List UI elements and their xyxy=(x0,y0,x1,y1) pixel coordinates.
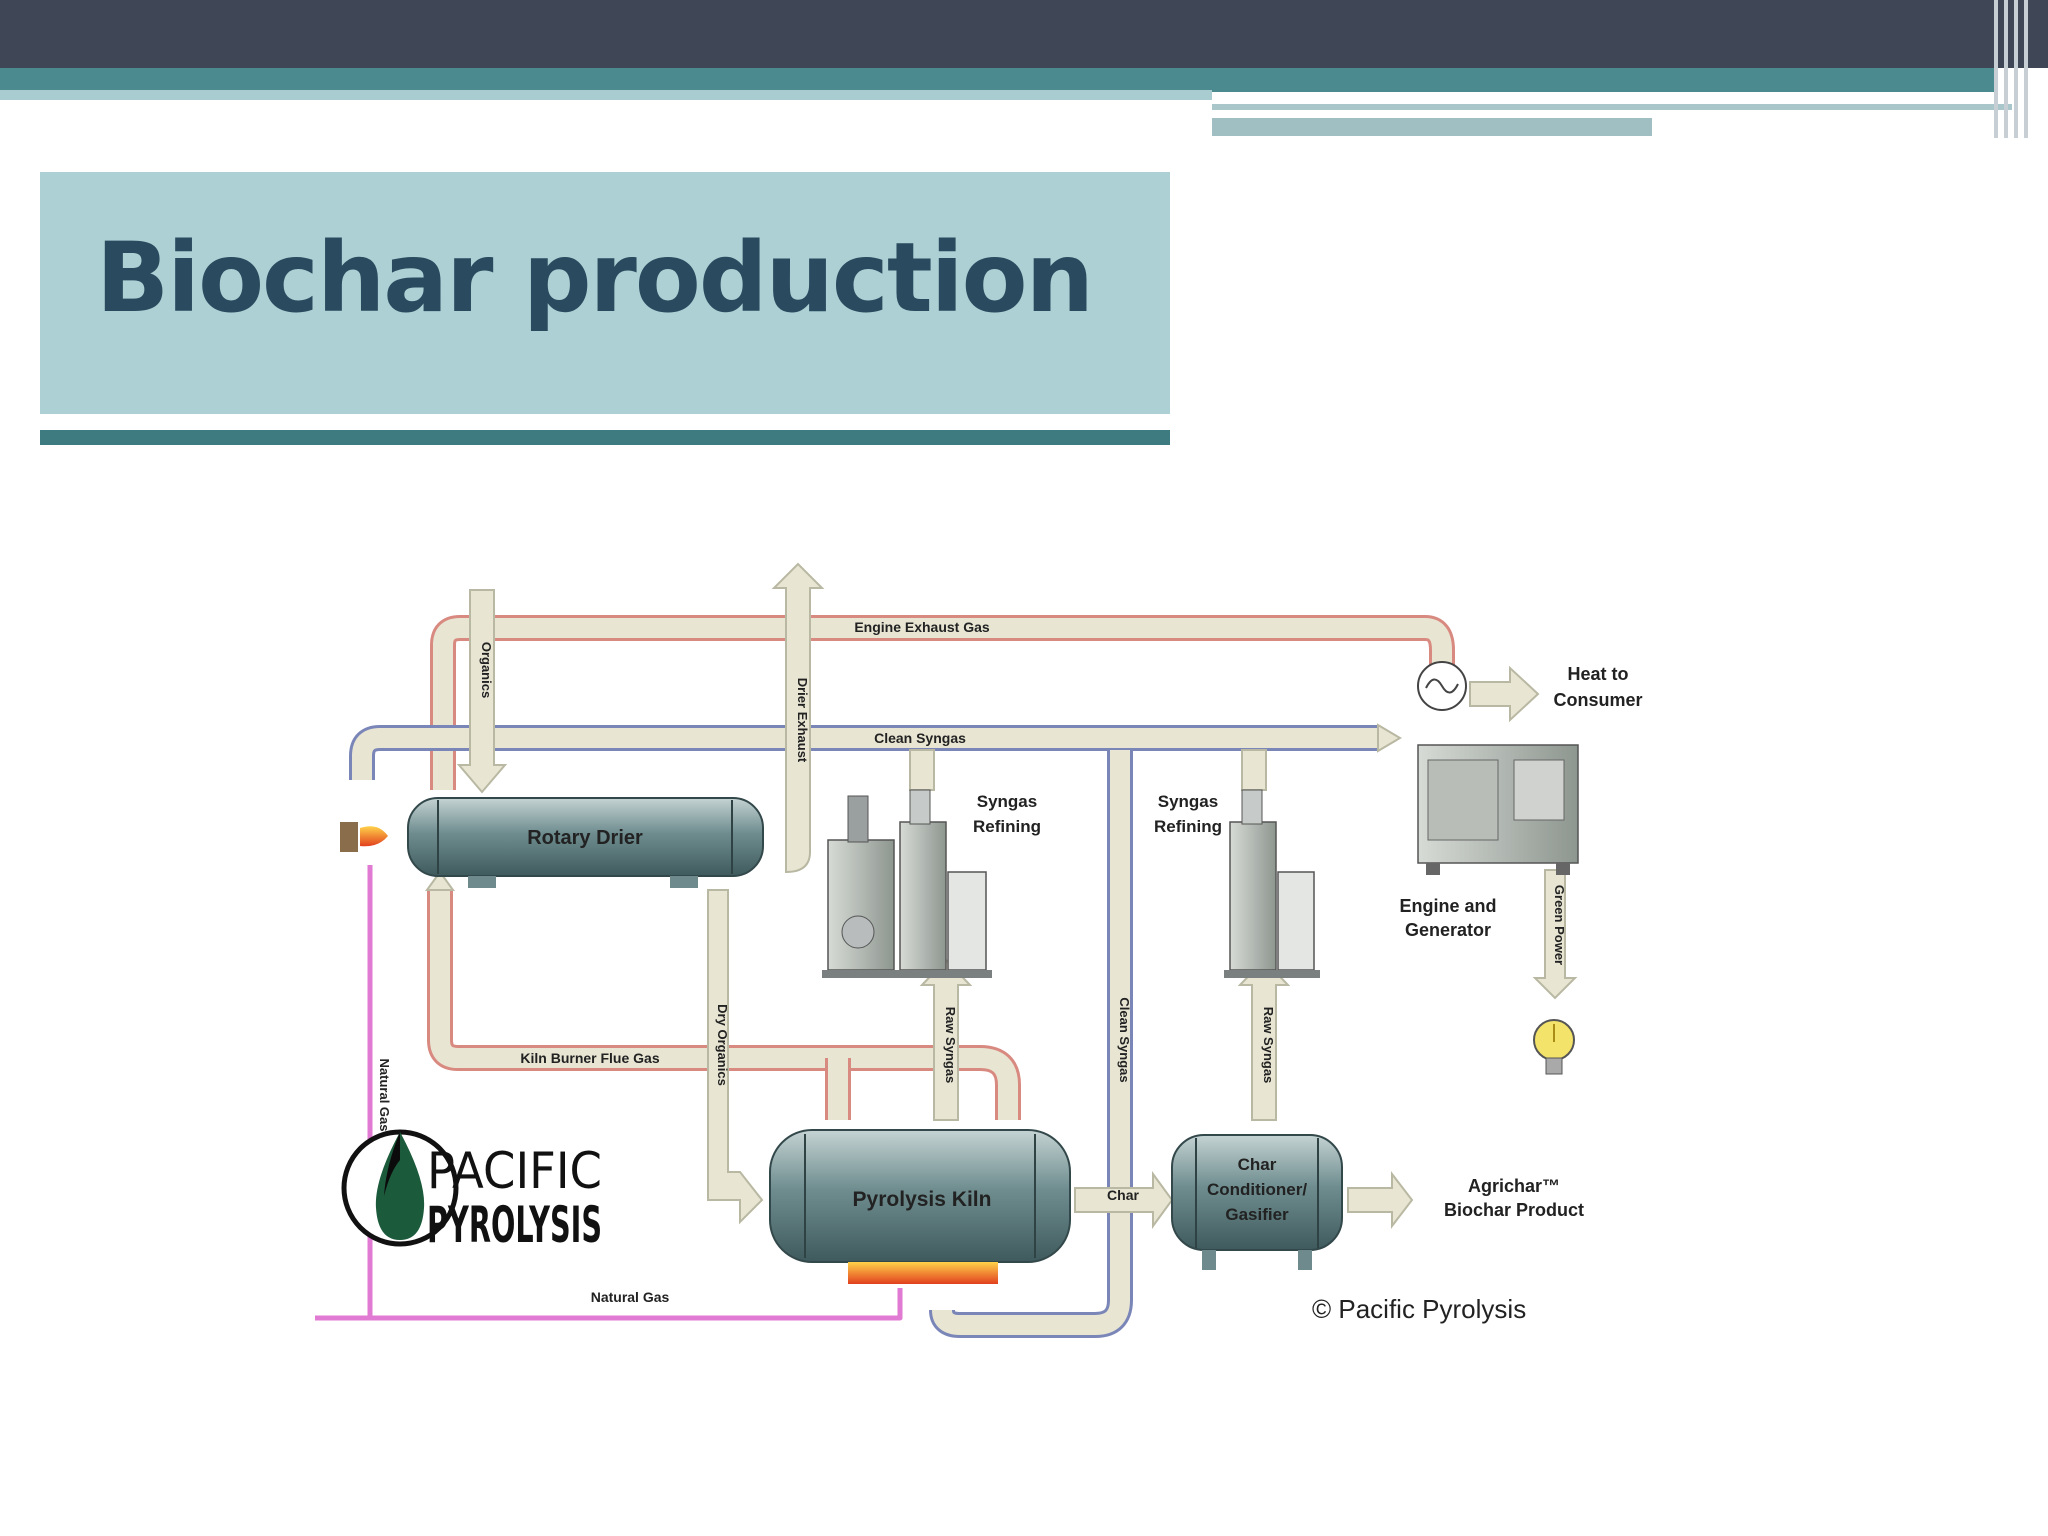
slide-title: Biochar production xyxy=(96,222,1094,334)
organics-label: Organics xyxy=(479,642,494,698)
heat-label-line2: Consumer xyxy=(1553,690,1642,710)
product-label-line1: Agrichar™ xyxy=(1468,1176,1560,1196)
raw-syngas-label-2: Raw Syngas xyxy=(1261,1007,1276,1084)
char-arrow xyxy=(1074,1170,1174,1230)
engine-exhaust-label: Engine Exhaust Gas xyxy=(854,619,990,635)
corner-rule xyxy=(2004,0,2008,138)
char-label-line1: Char xyxy=(1238,1155,1277,1174)
drier-exhaust-label: Drier Exhaust xyxy=(795,678,810,763)
engine-label-line2: Generator xyxy=(1405,920,1491,940)
natural-gas-vertical-label: Natural Gas xyxy=(377,1059,392,1132)
slide-accent-band xyxy=(0,68,1994,92)
kiln-burner-fire xyxy=(848,1262,998,1284)
drier-exhaust-arrow xyxy=(771,562,825,874)
char-label-line2: Conditioner/ xyxy=(1207,1180,1307,1199)
pacific-pyrolysis-logo: PACIFIC PYROLYSIS xyxy=(341,1129,602,1254)
syngas-refining-1-line1: Syngas xyxy=(977,792,1037,811)
syngas-refining-2-line2: Refining xyxy=(1154,817,1222,836)
copyright-notice: © Pacific Pyrolysis xyxy=(1312,1294,1526,1324)
title-underline xyxy=(40,430,1170,445)
clean-syngas-vertical-label: Clean Syngas xyxy=(1117,997,1132,1082)
product-label-line2: Biochar Product xyxy=(1444,1200,1584,1220)
rotary-drier: Rotary Drier xyxy=(407,797,764,888)
logo-line2: PYROLYSIS xyxy=(427,1196,602,1254)
engine-exhaust-pipe-fill xyxy=(433,618,1452,790)
product-arrow xyxy=(1347,1171,1414,1229)
pyrolysis-kiln: Pyrolysis Kiln xyxy=(769,1129,1071,1284)
natural-gas-label: Natural Gas xyxy=(591,1289,670,1305)
syngas-refining-unit-1 xyxy=(822,789,992,978)
light-bulb-icon xyxy=(1533,1019,1575,1075)
heat-label-line1: Heat to xyxy=(1567,664,1628,684)
char-flow-label: Char xyxy=(1107,1187,1139,1203)
syngas-refining-1-inlet xyxy=(909,749,935,791)
green-power-label: Green Power xyxy=(1552,885,1567,965)
pyrolysis-kiln-label: Pyrolysis Kiln xyxy=(853,1188,992,1211)
raw-syngas-label-1: Raw Syngas xyxy=(943,1007,958,1084)
slide-light-strip xyxy=(1212,118,1652,136)
logo-line1: PACIFIC xyxy=(427,1142,602,1200)
clean-syngas-head xyxy=(1377,723,1402,753)
clean-syngas-pipe-fill xyxy=(352,728,1378,780)
syngas-refining-1-line2: Refining xyxy=(973,817,1041,836)
syngas-refining-2-line1: Syngas xyxy=(1158,792,1218,811)
flue-head xyxy=(425,870,455,891)
slide-light-band xyxy=(0,90,1212,100)
dry-organics-label: Dry Organics xyxy=(715,1004,730,1086)
clean-syngas-label: Clean Syngas xyxy=(874,730,966,746)
corner-rule xyxy=(1994,0,1998,138)
slide-thin-line xyxy=(1212,104,2012,110)
biochar-process-diagram: Rotary Drier Pyrolysis Kiln Char Conditi… xyxy=(315,562,1643,1338)
kiln-flue-label: Kiln Burner Flue Gas xyxy=(520,1050,659,1066)
slide-top-bar xyxy=(0,0,2048,68)
natural-gas-line xyxy=(315,865,903,1321)
syngas-refining-unit-2 xyxy=(1224,789,1320,978)
organics-arrow xyxy=(456,589,508,794)
clean-syngas-vertical-fill xyxy=(932,750,1130,1335)
corner-rule xyxy=(2024,0,2028,138)
rotary-drier-label: Rotary Drier xyxy=(527,827,643,849)
title-box: Biochar production xyxy=(40,172,1170,414)
syngas-refining-2-inlet xyxy=(1241,749,1267,791)
corner-rule xyxy=(2014,0,2018,138)
dry-organics-arrow xyxy=(707,889,764,1225)
heat-arrow xyxy=(1469,665,1540,723)
engine-generator xyxy=(1417,661,1579,875)
engine-label-line1: Engine and xyxy=(1399,896,1496,916)
engine-exhaust-pipe xyxy=(430,615,1455,790)
drier-burner xyxy=(340,822,388,852)
green-power-arrow xyxy=(1532,869,1578,1000)
char-conditioner-gasifier: Char Conditioner/ Gasifier xyxy=(1171,1134,1343,1270)
char-label-line3: Gasifier xyxy=(1225,1205,1289,1224)
